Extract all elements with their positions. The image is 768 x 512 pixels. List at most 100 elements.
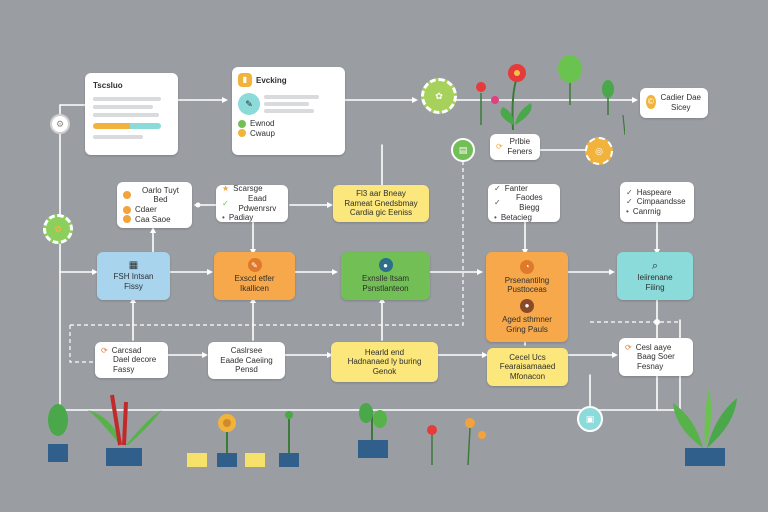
list-item: Fassy (113, 364, 135, 374)
plant-icon (476, 55, 625, 135)
step-label: Prsenantilng (504, 275, 550, 285)
link-icon: ⟳ (496, 142, 503, 152)
dashboard-line: Cwaup (250, 128, 275, 138)
step-label: Aged sthmner (502, 315, 552, 324)
bottom-card-5[interactable]: ⟳Cesl aaye Baag Soer Fesnay (619, 338, 693, 376)
check-icon: ✓ (626, 197, 633, 207)
grid-icon: ▦ (128, 260, 139, 272)
process-step-4[interactable]: ◔ Prsenantilng Pusttoceas ● Aged sthmner… (486, 252, 568, 342)
bottom-card-2[interactable]: Caslrsee Eaade Caeiing Pensd (208, 342, 285, 379)
search-icon: ⌕ (651, 259, 659, 272)
list-item: Haspeare (636, 187, 672, 197)
list-item: Scarsge (233, 184, 263, 194)
text-line (93, 112, 159, 117)
user-icon: ● (520, 299, 534, 313)
checklist-card-right1[interactable]: ✓Fanter ✓ Faodes Biegg •Betacieg (488, 184, 560, 222)
gear-icon: ⚙ (50, 114, 70, 134)
refresh-icon: ⟳ (625, 342, 632, 352)
list-item: Pensd (235, 365, 258, 375)
star-icon: ★ (222, 184, 230, 194)
flower-icon: ✿ (421, 78, 457, 114)
plant-icon (673, 388, 737, 466)
check-icon: • (626, 206, 629, 216)
bottom-card-1[interactable]: ⟳Carcsad Dael decore Fassy (95, 342, 168, 378)
step-label: Exnslle ltsam (361, 274, 410, 284)
list-item: Mfonacon (509, 371, 546, 381)
list-item: Fesnay (637, 361, 664, 371)
dashboard-title: Evcking (256, 76, 287, 86)
chart-icon: ▮ (238, 73, 252, 87)
step-label: Fissy (124, 282, 143, 291)
dashboard-card[interactable]: ▮ Evcking ✎ Ewnod Cwaup (232, 67, 345, 155)
list-item: Dael decore (113, 355, 157, 365)
list-item: Oarlo Tuyt Bed (142, 185, 179, 205)
checklist-card-left[interactable]: Oarlo Tuyt Bed Cdaer Caa Saoe (117, 182, 192, 228)
step-label: Pusttoceas (507, 285, 547, 295)
checklist-card-right2[interactable]: ✓Haspeare ✓Cimpaandsse •Canrnig (620, 182, 694, 222)
list-item: Fl3 aar Bneay (356, 189, 406, 199)
check-icon: ✓ (222, 198, 229, 208)
list-item: Cesl aaye (635, 342, 672, 352)
circle-badge-icon: © (646, 95, 656, 109)
document-icon: ▤ (451, 138, 475, 162)
list-item: Padiay (228, 213, 254, 223)
document-card[interactable]: Tscsluo (85, 73, 178, 155)
tool-icon: ✎ (247, 258, 262, 273)
list-item: Cimpaandsse (636, 197, 686, 207)
list-item: Caslrsee (230, 346, 263, 356)
list-item: Baag Soer (637, 352, 675, 362)
plant-icon (48, 394, 162, 466)
step-label: Fiiing (645, 282, 665, 292)
user-icon: ● (378, 258, 393, 273)
list-item: Hearld end (364, 347, 405, 357)
pen-icon: ✎ (238, 93, 260, 115)
refresh-icon: ⟳ (101, 345, 108, 355)
list-item: Hadnanaed ly buring (347, 357, 422, 367)
progress-bar (93, 122, 161, 129)
step-label: Psnstlanteon (362, 284, 409, 293)
target-icon: ◎ (585, 137, 613, 165)
document-card-title: Tscsluo (93, 81, 123, 90)
list-item: Betacieg (500, 212, 532, 222)
process-step-3[interactable]: ● Exnslle ltsam Psnstlanteon (341, 252, 430, 300)
list-item: Cecel Ucs (509, 352, 546, 362)
summary-card[interactable]: © Cadier Dae Sicey (640, 88, 708, 118)
bottom-card-4[interactable]: Cecel Ucs Fearaisamaaed Mfonacon (487, 348, 568, 386)
check-icon: ✓ (626, 187, 633, 197)
gauge-icon: ◔ (520, 259, 534, 274)
list-item: Fearaisamaaed (499, 362, 556, 372)
list-item: Eaade Caeiing (220, 355, 273, 365)
status-dot (238, 129, 246, 138)
flower-icon (187, 411, 299, 467)
list-item: Carcsad (111, 345, 142, 355)
text-line (93, 104, 153, 109)
list-item: Fanter (504, 183, 528, 193)
process-step-1[interactable]: ▦ FSH Intsan Fissy (97, 252, 170, 300)
process-step-5[interactable]: ⌕ Ieiirenane Fiiing (617, 252, 693, 300)
dashboard-line: Ewnod (250, 119, 275, 128)
step-label: Gring Pauls (506, 324, 548, 334)
list-item: Faodes Biegg (516, 193, 543, 212)
text-line (93, 134, 143, 139)
list-item: Genok (372, 366, 397, 376)
plant-icon (358, 403, 486, 466)
step-label: FSH Intsan (113, 272, 154, 282)
flower-icon: ✿ (43, 214, 73, 244)
list-item: Canrnig (632, 206, 661, 216)
badge-icon: ▣ (577, 406, 603, 432)
bottom-card-3[interactable]: Hearld end Hadnanaed ly buring Genok (331, 342, 438, 382)
check-icon: ✓ (494, 183, 501, 193)
feature-card[interactable]: ⟳ Prlbie Feners (490, 134, 540, 160)
yellow-checklist[interactable]: Fl3 aar Bneay Rameat Gnedsbmay Cardia gi… (333, 185, 429, 222)
check-icon: • (222, 213, 225, 223)
checklist-card-mid[interactable]: ★Scarsge ✓Eaad Pdwenrsrv •Padiay (216, 184, 288, 223)
text-line (93, 96, 161, 101)
list-item: Rameat Gnedsbmay (344, 198, 418, 208)
step-label: Ikallicen (240, 284, 269, 293)
step-label: Exscd etfer (234, 274, 275, 284)
summary-card-text: Cadier Dae Sicey (660, 93, 701, 112)
process-step-2[interactable]: ✎ Exscd etfer Ikallicen (214, 252, 295, 300)
list-item: Caa Saoe (135, 214, 171, 224)
check-icon: • (494, 212, 497, 222)
check-icon: ✓ (494, 198, 501, 208)
